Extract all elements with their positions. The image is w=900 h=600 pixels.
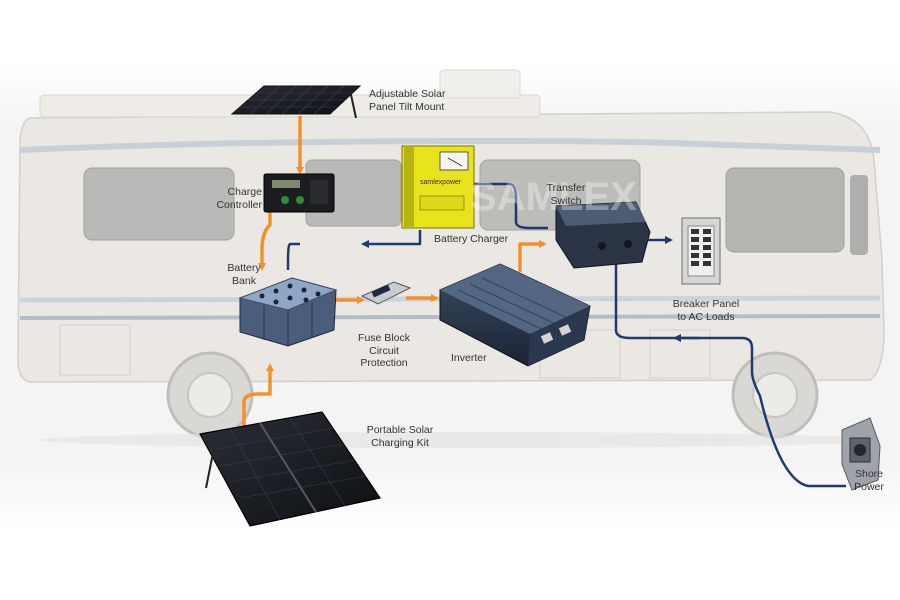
wire-charger-to-battery-drop	[286, 242, 300, 270]
label-charge-controller: Charge Controller	[216, 186, 262, 211]
wire-controller-to-battery	[258, 210, 272, 271]
label-inverter: Inverter	[451, 352, 487, 364]
portable-solar-kit	[199, 411, 381, 527]
breaker-panel-device	[681, 217, 721, 285]
wire-charger-to-battery	[361, 230, 422, 248]
transfer-switch-device	[555, 201, 651, 269]
label-breaker-panel: Breaker Panel to AC Loads	[672, 298, 740, 323]
label-portable-solar: Portable Solar Charging Kit	[366, 424, 434, 449]
battery-bank-device	[238, 277, 338, 347]
watermark-text: SAMLEX	[470, 175, 637, 219]
fuse-block-device	[360, 281, 412, 305]
wire-shore-to-transfer	[614, 262, 846, 488]
ac-wiring	[286, 182, 846, 488]
label-shore-power: Shore Power	[854, 468, 884, 493]
label-battery-charger: Battery Charger	[434, 233, 509, 245]
label-transfer-switch: Transfer Switch	[546, 182, 586, 207]
label-solar-tilt-mount: Adjustable Solar Panel Tilt Mount	[369, 88, 446, 113]
wire-transfer-to-charger	[474, 182, 548, 230]
wire-inverter-to-transfer	[518, 240, 547, 272]
charger-brand-text: samlexpower	[420, 179, 462, 186]
roof-solar-panel	[230, 85, 362, 119]
outlet-icon	[841, 417, 881, 491]
label-fuse-block: Fuse Block Circuit Protection	[358, 332, 410, 370]
charge-controller-device	[263, 173, 335, 213]
label-battery-bank: Battery Bank	[227, 262, 261, 287]
dc-wiring	[242, 116, 547, 430]
inverter-device	[439, 263, 591, 367]
battery-charger-device: samlexpower	[401, 145, 475, 229]
wire-portable-to-battery	[242, 363, 274, 430]
